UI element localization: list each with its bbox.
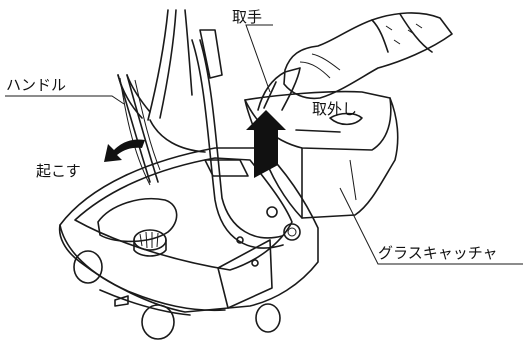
front-wheel-left [73,250,103,284]
rear-wheel-right [255,303,281,333]
deck-window [204,159,249,177]
remove-label: 取外し [312,100,358,118]
glove-hand [283,12,453,100]
handle-bar-right [191,39,284,249]
leader-handle-grip [245,24,273,93]
handle-pivot [283,223,301,241]
leader-handle [5,95,125,105]
mower-deck [58,147,319,313]
catcher-grip [257,67,301,111]
deck-cover [97,198,178,243]
leader-catcher [339,187,523,265]
handle-label: ハンドル [6,76,67,94]
remove-arrow-icon [246,110,286,178]
raise-arrow-icon [104,139,145,162]
raise-label: 起こす [36,162,81,180]
handle-grip-label: 取手 [232,8,263,26]
grass-catcher-label: グラスキャッチャ [378,244,498,262]
